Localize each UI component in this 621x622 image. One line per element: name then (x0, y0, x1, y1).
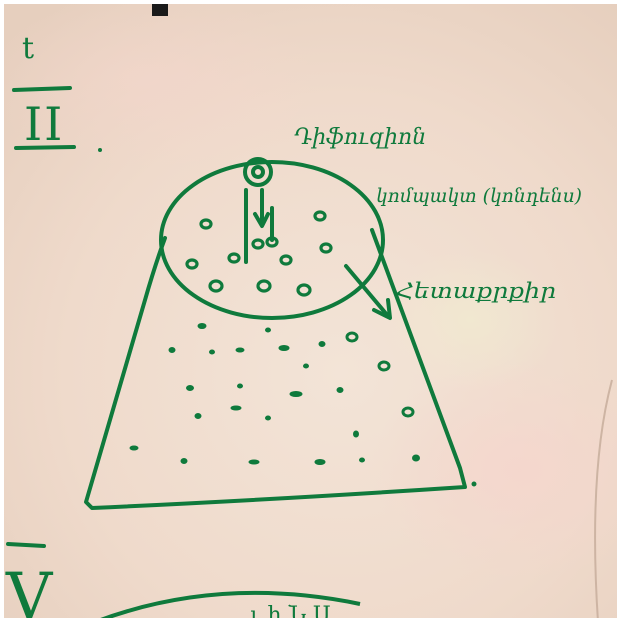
particle (296, 283, 312, 297)
label-diffusion: Դիֆուզիոն (294, 125, 426, 150)
particle (314, 459, 326, 465)
vessel-diagram (84, 157, 467, 510)
particle (199, 218, 213, 230)
particle (345, 331, 359, 343)
particle (412, 454, 420, 462)
particle (235, 347, 245, 353)
particle (180, 458, 188, 464)
particle (265, 236, 279, 248)
sparse-particles (129, 323, 477, 487)
particle (168, 347, 176, 353)
label-interesting: Հետաքրքիր (396, 279, 556, 303)
dense-particles (185, 210, 333, 297)
bottom-scribble: ւ ի Ն Ս (250, 603, 331, 622)
particle (209, 349, 215, 355)
particle (471, 481, 477, 487)
particle (336, 387, 344, 393)
label-compact: կոմպակտ (կոնդենս) (376, 185, 582, 207)
particle (265, 415, 271, 421)
label-arrow (344, 264, 390, 318)
particle (353, 430, 359, 438)
numeral-underline (14, 145, 76, 150)
particle (289, 391, 303, 397)
left-margin-notes: t II V (5, 31, 102, 622)
particle (227, 252, 241, 264)
particle (265, 327, 271, 333)
particle (313, 210, 327, 222)
numeral-overline (12, 86, 72, 92)
particle (251, 238, 265, 250)
particle (248, 459, 260, 465)
particle (278, 345, 290, 351)
partial-arc-bottom (94, 590, 361, 622)
particle (303, 363, 309, 369)
board-glare (0, 0, 320, 170)
vessel-outline (84, 228, 467, 510)
particle (359, 457, 365, 463)
margin-letter-t: t (22, 31, 34, 66)
particle (256, 279, 272, 293)
particle (279, 254, 293, 266)
board-edge-curve (594, 379, 613, 622)
particle (194, 413, 202, 419)
roman-numeral-v: V (5, 560, 54, 622)
diffusion-arrowhead (253, 212, 270, 228)
source-ring (243, 157, 273, 187)
particle (237, 383, 243, 389)
particle (186, 385, 194, 391)
particle (208, 279, 224, 293)
particle (318, 341, 326, 347)
particle (185, 258, 199, 270)
numeral-overline (6, 542, 46, 548)
board-glare (380, 250, 560, 390)
particle (230, 405, 242, 411)
dot (98, 148, 102, 152)
particle (401, 406, 415, 418)
particle (377, 360, 391, 372)
condensed-circle (159, 160, 385, 320)
roman-numeral-ii: II (24, 97, 64, 151)
particle (129, 445, 139, 451)
board-glare (370, 360, 621, 580)
particle (197, 323, 207, 329)
particle (319, 242, 333, 254)
label-arrowhead (372, 298, 392, 320)
source-core (251, 165, 265, 179)
top-clip (152, 4, 168, 16)
